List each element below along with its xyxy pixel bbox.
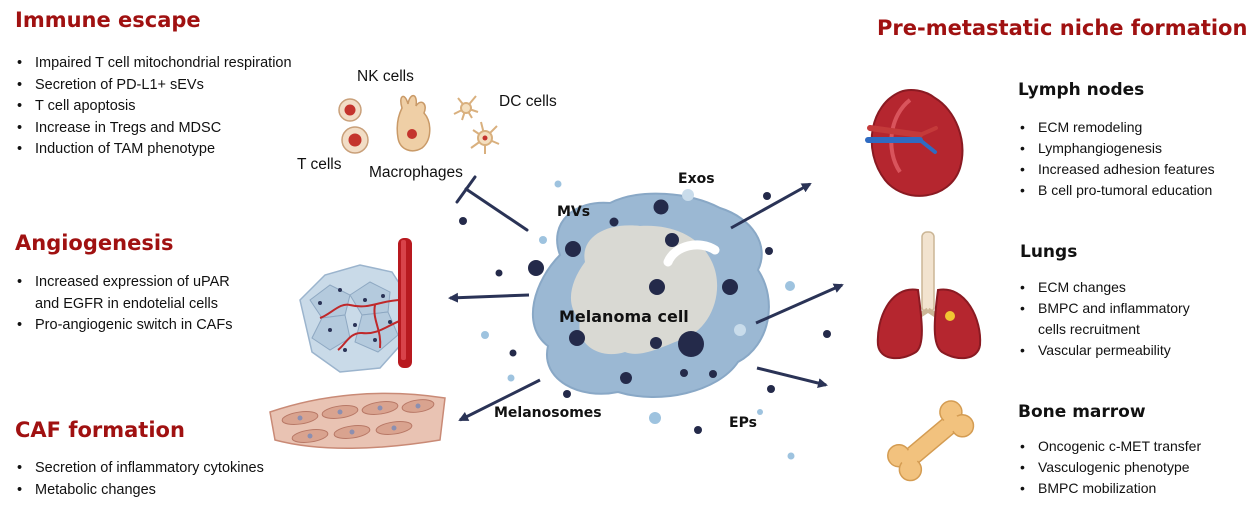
angiogenesis-title: Angiogenesis (15, 231, 174, 255)
caf-formation-list: Secretion of inflammatory cytokines Meta… (15, 458, 264, 501)
list-item: Induction of TAM phenotype (15, 139, 292, 161)
inhibition-icon (455, 175, 529, 232)
list-item: Secretion of PD-L1+ sEVs (15, 75, 292, 97)
angiogenesis-list: Increased expression of uPAR and EGFR in… (15, 272, 232, 337)
vesicles-light (481, 180, 795, 460)
list-item: Increased adhesion features (1018, 159, 1215, 180)
immune-escape-title: Immune escape (15, 8, 201, 32)
list-item: Impaired T cell mitochondrial respiratio… (15, 53, 292, 75)
list-item: Increased expression of uPAR (15, 272, 232, 294)
dc-cells-icon (453, 95, 500, 154)
list-item: BMPC and inflammatory (1018, 298, 1190, 319)
pre-metastatic-title: Pre-metastatic niche formation (877, 16, 1248, 40)
list-item-continuation: and EGFR in endotelial cells (35, 295, 218, 312)
lymph-nodes-list: ECM remodeling Lymphangiogenesis Increas… (1018, 117, 1215, 201)
list-item: Metabolic changes (15, 480, 264, 502)
list-item: ECM remodeling (1018, 117, 1215, 138)
list-item: Vasculogenic phenotype (1018, 457, 1201, 478)
melanosomes-label: Melanosomes (494, 405, 602, 421)
t-cells-icon (338, 98, 369, 154)
list-item: Increase in Tregs and MDSC (15, 118, 292, 140)
nk-cells-label: NK cells (357, 68, 414, 85)
lungs-list: ECM changes BMPC and inflammatory cells … (1018, 277, 1190, 361)
caf-formation-title: CAF formation (15, 418, 185, 442)
bone-marrow-title: Bone marrow (1018, 402, 1146, 422)
arrows (448, 182, 844, 422)
endothelial-tissue-icon (299, 238, 412, 373)
vesicles-dark (459, 192, 831, 434)
list-item: Vascular permeability (1018, 340, 1190, 361)
lymph-nodes-title: Lymph nodes (1018, 80, 1145, 100)
list-item: BMPC mobilization (1018, 478, 1201, 499)
exos-label: Exos (678, 171, 715, 187)
immune-escape-list: Impaired T cell mitochondrial respiratio… (15, 53, 292, 161)
list-item: B cell pro-tumoral education (1018, 180, 1215, 201)
mvs-label: MVs (557, 204, 591, 220)
bone-marrow-list: Oncogenic c-MET transfer Vasculogenic ph… (1018, 436, 1201, 499)
eps-label: EPs (729, 415, 757, 431)
dc-cells-label: DC cells (499, 93, 557, 110)
melanoma-cell-label: Melanoma cell (559, 307, 689, 326)
list-item: Lymphangiogenesis (1018, 138, 1215, 159)
lungs-icon (876, 231, 982, 360)
bone-icon (887, 400, 975, 482)
melanoma-cell-icon (531, 189, 770, 399)
lungs-title: Lungs (1020, 242, 1078, 262)
t-cells-label: T cells (297, 156, 342, 173)
macrophages-label: Macrophages (369, 164, 463, 181)
list-item-continuation: cells recruitment (1038, 321, 1140, 337)
caf-cells-icon (269, 392, 446, 450)
list-item: T cell apoptosis (15, 96, 292, 118)
list-item: Oncogenic c-MET transfer (1018, 436, 1201, 457)
list-item: Pro-angiogenic switch in CAFs (15, 315, 232, 337)
list-item: ECM changes (1018, 277, 1190, 298)
list-item: Secretion of inflammatory cytokines (15, 458, 264, 480)
nk-cell-icon (396, 94, 431, 152)
lymph-node-icon (865, 89, 964, 197)
